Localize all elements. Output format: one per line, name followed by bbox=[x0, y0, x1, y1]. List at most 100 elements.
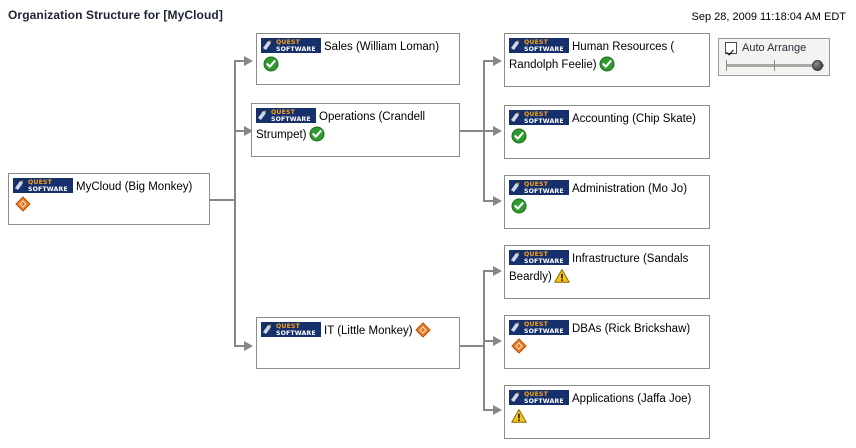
warning-triangle-icon bbox=[511, 409, 527, 423]
warning-triangle-icon bbox=[554, 269, 570, 283]
node-label-mycloud: QUEST SOFTWARE MyCloud (Big Monkey) bbox=[13, 178, 193, 212]
auto-arrange-label: Auto Arrange bbox=[742, 42, 807, 54]
connector-to-administration bbox=[483, 200, 495, 202]
connector-it-stub bbox=[459, 345, 484, 347]
node-it[interactable]: QUEST SOFTWARE IT (Little Monkey) bbox=[256, 317, 460, 369]
quest-software-logo: QUEST SOFTWARE bbox=[13, 178, 73, 193]
ok-check-icon bbox=[511, 198, 527, 214]
connector-mycloud-stub bbox=[210, 199, 235, 201]
quest-software-logo: QUEST SOFTWARE bbox=[256, 108, 316, 123]
connector-operations-stub bbox=[459, 130, 484, 132]
quest-logo-line2: SOFTWARE bbox=[524, 46, 564, 53]
connector-to-sales bbox=[234, 60, 246, 62]
quest-logo-text: QUEST SOFTWARE bbox=[524, 38, 569, 53]
arrow-to-it bbox=[244, 341, 253, 351]
zoom-slider-tick-min bbox=[726, 60, 727, 71]
critical-diamond-icon bbox=[414, 322, 431, 338]
arrow-to-dbas bbox=[493, 336, 502, 346]
quest-logo-text: QUEST SOFTWARE bbox=[524, 390, 569, 405]
connector-to-accounting bbox=[483, 130, 495, 132]
arrow-to-accounting bbox=[493, 126, 502, 136]
quest-logo-line2: SOFTWARE bbox=[524, 398, 564, 405]
quest-swoosh-icon bbox=[511, 112, 520, 122]
node-text-infrastructure: Infrastructure (Sandals Beardly) bbox=[509, 253, 689, 283]
connector-to-applications bbox=[483, 409, 495, 411]
node-applications[interactable]: QUEST SOFTWARE Applications (Jaffa Joe) bbox=[504, 385, 710, 439]
quest-software-logo: QUEST SOFTWARE bbox=[509, 110, 569, 125]
quest-swoosh-icon bbox=[15, 180, 24, 190]
quest-software-logo: QUEST SOFTWARE bbox=[261, 38, 321, 53]
quest-logo-line1: QUEST bbox=[524, 181, 548, 188]
auto-arrange-row[interactable]: Auto Arrange bbox=[719, 39, 829, 54]
quest-swoosh-icon bbox=[511, 252, 520, 262]
ok-check-icon bbox=[263, 56, 279, 72]
quest-software-logo: QUEST SOFTWARE bbox=[509, 180, 569, 195]
node-hr[interactable]: QUEST SOFTWARE Human Resources ( Randolp… bbox=[504, 33, 710, 87]
zoom-slider-track bbox=[726, 64, 824, 67]
quest-logo-text: QUEST SOFTWARE bbox=[276, 322, 321, 337]
node-infrastructure[interactable]: QUEST SOFTWARE Infrastructure (Sandals B… bbox=[504, 245, 710, 299]
quest-logo-line2: SOFTWARE bbox=[276, 46, 316, 53]
node-text-sales: Sales (William Loman) bbox=[324, 41, 440, 53]
connector-to-infrastructure bbox=[483, 270, 495, 272]
quest-logo-line2: SOFTWARE bbox=[524, 188, 564, 195]
timestamp-label: Sep 28, 2009 11:18:04 AM EDT bbox=[691, 11, 846, 23]
critical-diamond-icon bbox=[511, 338, 527, 354]
ok-check-icon bbox=[309, 126, 324, 142]
zoom-slider-thumb[interactable] bbox=[812, 60, 823, 71]
quest-swoosh-icon bbox=[511, 182, 520, 192]
node-label-it: QUEST SOFTWARE IT (Little Monkey) bbox=[261, 322, 431, 338]
node-sales[interactable]: QUEST SOFTWARE Sales (William Loman) bbox=[256, 33, 460, 85]
connector-to-hr bbox=[483, 60, 495, 62]
node-label-infrastructure: QUEST SOFTWARE Infrastructure (Sandals B… bbox=[509, 250, 689, 283]
quest-logo-line2: SOFTWARE bbox=[524, 328, 564, 335]
quest-logo-text: QUEST SOFTWARE bbox=[276, 38, 321, 53]
node-label-dbas: QUEST SOFTWARE DBAs (Rick Brickshaw) bbox=[509, 320, 690, 354]
node-text-mycloud: MyCloud (Big Monkey) bbox=[76, 181, 193, 193]
arrow-to-operations bbox=[244, 126, 253, 136]
quest-software-logo: QUEST SOFTWARE bbox=[509, 320, 569, 335]
connector-trunk-level1 bbox=[234, 60, 236, 346]
quest-logo-line1: QUEST bbox=[524, 391, 548, 398]
quest-logo-line1: QUEST bbox=[524, 251, 548, 258]
node-text-accounting: Accounting (Chip Skate) bbox=[572, 113, 697, 125]
quest-software-logo: QUEST SOFTWARE bbox=[261, 322, 321, 337]
quest-logo-line2: SOFTWARE bbox=[276, 330, 316, 337]
node-dbas[interactable]: QUEST SOFTWARE DBAs (Rick Brickshaw) bbox=[504, 315, 710, 369]
node-label-operations: QUEST SOFTWARE Operations (Crandell Stru… bbox=[256, 108, 426, 142]
quest-software-logo: QUEST SOFTWARE bbox=[509, 38, 569, 53]
quest-logo-line1: QUEST bbox=[271, 109, 295, 116]
quest-logo-line1: QUEST bbox=[276, 39, 300, 46]
arrow-to-infrastructure bbox=[493, 266, 502, 276]
node-label-sales: QUEST SOFTWARE Sales (William Loman) bbox=[261, 38, 440, 72]
node-administration[interactable]: QUEST SOFTWARE Administration (Mo Jo) bbox=[504, 175, 710, 229]
node-text-it: IT (Little Monkey) bbox=[324, 325, 413, 337]
quest-logo-line1: QUEST bbox=[28, 179, 52, 186]
node-label-hr: QUEST SOFTWARE Human Resources ( Randolp… bbox=[509, 38, 674, 72]
ok-check-icon bbox=[511, 128, 527, 144]
node-mycloud[interactable]: QUEST SOFTWARE MyCloud (Big Monkey) bbox=[8, 173, 210, 225]
node-text-operations: Operations (Crandell Strumpet) bbox=[256, 111, 426, 141]
node-accounting[interactable]: QUEST SOFTWARE Accounting (Chip Skate) bbox=[504, 105, 710, 159]
quest-logo-line1: QUEST bbox=[524, 39, 548, 46]
quest-logo-line1: QUEST bbox=[524, 111, 548, 118]
quest-swoosh-icon bbox=[263, 324, 272, 334]
connector-to-it bbox=[234, 345, 246, 347]
auto-arrange-checkbox[interactable] bbox=[725, 42, 737, 54]
arrow-to-administration bbox=[493, 196, 502, 206]
quest-swoosh-icon bbox=[258, 110, 267, 120]
page-title: Organization Structure for [MyCloud] bbox=[8, 8, 223, 22]
node-text-applications: Applications (Jaffa Joe) bbox=[572, 393, 692, 405]
quest-logo-text: QUEST SOFTWARE bbox=[524, 320, 569, 335]
node-label-administration: QUEST SOFTWARE Administration (Mo Jo) bbox=[509, 180, 688, 214]
arrow-to-hr bbox=[493, 56, 502, 66]
node-text-administration: Administration (Mo Jo) bbox=[572, 183, 688, 195]
connector-to-operations bbox=[234, 130, 246, 132]
quest-logo-line2: SOFTWARE bbox=[524, 258, 564, 265]
quest-logo-line2: SOFTWARE bbox=[524, 118, 564, 125]
quest-logo-text: QUEST SOFTWARE bbox=[524, 180, 569, 195]
zoom-slider[interactable] bbox=[726, 59, 824, 73]
node-operations[interactable]: QUEST SOFTWARE Operations (Crandell Stru… bbox=[251, 103, 460, 157]
quest-software-logo: QUEST SOFTWARE bbox=[509, 250, 569, 265]
